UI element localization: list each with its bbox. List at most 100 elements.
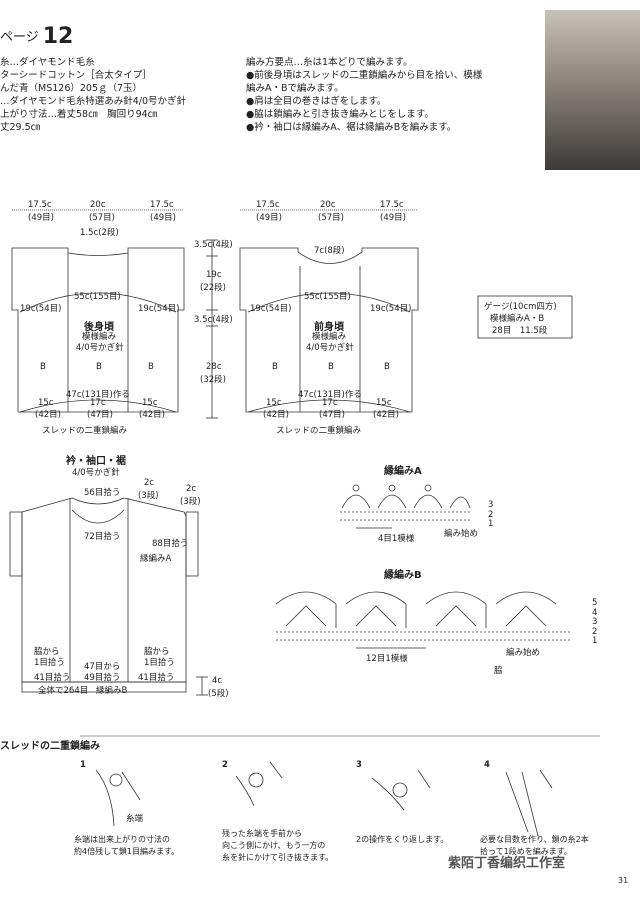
front-hook: 4/0号かぎ針: [306, 343, 354, 353]
gauge-line2: 模様編みA・B: [490, 314, 545, 324]
thread-title: スレッドの二重鎖編み: [0, 741, 100, 752]
front-part1: 15c: [266, 398, 282, 408]
edging-mid-2: 49目拾う: [84, 673, 121, 683]
knitting-points: 編み方要点…糸は1本どりで編みます。 ●前後身頃はスレッドの二重鎖編みから目を拾…: [246, 57, 483, 133]
edging-hook: 4/0号かぎ針: [72, 468, 120, 478]
edging-edge-b: 縁編みB: [96, 686, 128, 696]
gauge-line3: 28目 11.5段: [492, 326, 548, 336]
edging-pick41-left: 41目拾う: [34, 673, 71, 683]
front-width-left: 17.5c: [256, 200, 280, 210]
thread-caption-3: 2の操作をくり返します。: [356, 835, 449, 844]
watermark-text: 紫陌丁香编织工作室: [448, 856, 566, 871]
edging-side-r2: 1目拾う: [144, 658, 175, 668]
edging-pick41-right: 41目拾う: [138, 673, 175, 683]
chart-a-row-1: 1: [488, 519, 494, 529]
back-side-right: 19c(54目): [138, 304, 180, 314]
front-side-left: 19c(54目): [250, 304, 292, 314]
back-part1-st: (42目): [35, 410, 61, 420]
dim-armhole-rows: (22段): [200, 283, 226, 293]
chart-b-title: 縁編みB: [384, 570, 422, 581]
front-side-right: 19c(54目): [370, 304, 412, 314]
dim-shoulder: 3.5c(4段): [194, 240, 233, 250]
thread-step-4: 4: [484, 760, 490, 770]
front-part3-st: (42目): [373, 410, 399, 420]
front-b-mid: B: [328, 362, 334, 372]
edging-sleeve-side: 2c: [186, 484, 197, 494]
back-part2: 17c: [90, 398, 106, 408]
back-b-mid: B: [96, 362, 102, 372]
edging-edge-a: 縁編みA: [140, 554, 172, 564]
chart-a-row-3: 3: [488, 500, 494, 510]
back-width-mid: 20c: [90, 200, 106, 210]
front-stitch-right: (49目): [380, 213, 406, 223]
back-part3-st: (42目): [139, 410, 165, 420]
materials-list: 糸…ダイヤモンド毛糸 ターシードコットン［合太タイプ］ んだ青（MS126）20…: [0, 57, 187, 133]
back-part3: 15c: [142, 398, 158, 408]
thread-step-2: 2: [222, 760, 228, 770]
chart-b-row-4: 4: [592, 608, 598, 618]
edging-total: 全体で264目: [38, 686, 89, 696]
back-piece-name: 後身頃: [84, 322, 114, 333]
edging-sleeve-88: 88目拾う: [152, 539, 189, 549]
edging-side-l2: 1目拾う: [34, 658, 65, 668]
back-side-left: 19c(54目): [20, 304, 62, 314]
back-stitch-mid: (57目): [89, 213, 115, 223]
front-b-left: B: [272, 362, 278, 372]
chart-b-row-2: 2: [592, 627, 598, 637]
front-width: 55c(155目): [304, 292, 351, 302]
chart-a-row-2: 2: [488, 510, 494, 520]
back-width: 55c(155目): [74, 292, 121, 302]
front-b-right: B: [384, 362, 390, 372]
edging-hem-rows: (5段): [208, 689, 229, 699]
front-chain-note: スレッドの二重鎖編み: [276, 426, 362, 436]
back-chain-note: スレッドの二重鎖編み: [42, 426, 128, 436]
front-neck-depth: 7c(8段): [314, 246, 345, 256]
back-hook: 4/0号かぎ針: [76, 343, 124, 353]
back-width-left: 17.5c: [28, 200, 52, 210]
edging-neck-side-rows: (3段): [138, 491, 159, 501]
edging-neck-pick: 56目拾う: [84, 488, 121, 498]
dim-armhole: 19c: [206, 270, 222, 280]
back-neck-depth: 1.5c(2段): [80, 228, 119, 238]
thread-caption-2: 残った糸端を手前から向こう側にかけ、もう一方の糸を針にかけて引き抜きます。: [222, 829, 334, 862]
back-part2-st: (47目): [87, 410, 113, 420]
model-photo: [545, 10, 640, 170]
chart-b-start: 編み始め: [506, 648, 541, 658]
back-stitch-left: (49目): [28, 213, 54, 223]
edging-neck-side: 2c: [144, 478, 155, 488]
dim-body: 28c: [206, 362, 222, 372]
edging-sleeve-side-rows: (3段): [180, 497, 201, 507]
dim-body-rows: (32段): [200, 375, 226, 385]
edging-side-l1: 脇から: [34, 647, 60, 657]
front-width-mid: 20c: [320, 200, 336, 210]
front-width-right: 17.5c: [380, 200, 404, 210]
edging-title: 衿・袖口・裾: [66, 456, 126, 467]
edging-side-r1: 脇から: [144, 647, 170, 657]
chart-b-row-3: 3: [592, 617, 598, 627]
chart-b-row-5: 5: [592, 598, 598, 608]
edging-neck-72: 72目拾う: [84, 532, 121, 542]
front-part3: 15c: [376, 398, 392, 408]
thread-end-label: 糸端: [126, 814, 144, 824]
front-bottom-cast: 47c(131目)作る: [298, 390, 362, 400]
front-part1-st: (42目): [263, 410, 289, 420]
chart-a-repeat: 4目1模様: [378, 534, 415, 544]
chart-b-repeat: 12目1模様: [366, 654, 408, 664]
back-b-left: B: [40, 362, 46, 372]
thread-caption-1: 糸端は出来上がりの寸法の約4倍残して鎖1目編みます。: [74, 835, 180, 856]
front-part2-st: (47目): [319, 410, 345, 420]
thread-caption-4: 必要な目数を作り、鎖の糸2本拾って1段めを編みます。: [480, 835, 589, 856]
back-b-right: B: [148, 362, 154, 372]
dim-underarm: 3.5c(4段): [194, 315, 233, 325]
thread-step-3: 3: [356, 760, 362, 770]
chart-a-start: 編み始め: [444, 529, 479, 539]
chart-a-title: 縁編みA: [384, 466, 422, 477]
back-stitch-right: (49目): [150, 213, 176, 223]
chart-b-side: 脇: [494, 666, 503, 676]
chart-b-row-1: 1: [592, 636, 598, 646]
edging-hem: 4c: [212, 676, 223, 686]
front-stitch-left: (49目): [256, 213, 282, 223]
front-stitch-mid: (57目): [318, 213, 344, 223]
